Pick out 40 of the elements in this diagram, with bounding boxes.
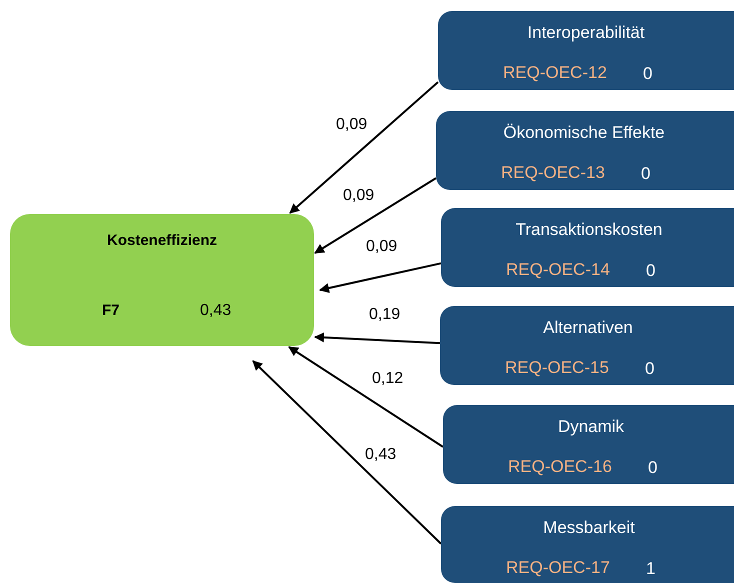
- edge-label: 0,12: [372, 370, 404, 388]
- edge-label: 0,19: [369, 306, 400, 324]
- node-code: F7: [102, 302, 120, 319]
- node-title: Transaktionskosten: [514, 220, 664, 240]
- node-title: Ökonomische Effekte: [502, 123, 666, 143]
- requirement-code: REQ-OEC-15: [505, 358, 609, 378]
- node-score: 1: [646, 559, 656, 579]
- arrow: [319, 262, 442, 293]
- criterion-box: [436, 111, 734, 190]
- edge-label: 0,09: [336, 116, 368, 134]
- arrow: [252, 360, 442, 544]
- node-score: 0,43: [200, 302, 232, 320]
- criterion-box: [438, 11, 734, 90]
- node-score: 0: [641, 164, 650, 184]
- arrow: [288, 346, 444, 448]
- arrow: [314, 177, 437, 254]
- node-score: 0: [645, 359, 654, 379]
- criterion-box: [441, 506, 734, 583]
- requirement-code: REQ-OEC-17: [506, 558, 610, 578]
- edge-label: 0,43: [365, 446, 396, 464]
- edge-label: 0,09: [343, 187, 374, 205]
- requirement-code: REQ-OEC-16: [508, 457, 612, 477]
- requirement-code: REQ-OEC-12: [503, 63, 607, 83]
- node-score: 0: [643, 64, 652, 84]
- node-title: Interoperabilität: [526, 23, 646, 43]
- node-title: Dynamik: [556, 417, 626, 437]
- arrow: [289, 81, 439, 214]
- arrow: [314, 332, 440, 344]
- criterion-box: [441, 208, 734, 287]
- node-score: 0: [648, 458, 658, 478]
- node-score: 0: [646, 261, 656, 281]
- criterion-box: [443, 405, 734, 484]
- requirement-code: REQ-OEC-13: [501, 163, 605, 183]
- requirement-code: REQ-OEC-14: [506, 260, 610, 280]
- node-title: Messbarkeit: [542, 518, 636, 538]
- node-title: Alternativen: [542, 318, 634, 338]
- node-title: Kosteneffizienz: [106, 232, 218, 249]
- criterion-box: [440, 306, 734, 385]
- factor-box: [10, 214, 314, 346]
- edge-label: 0,09: [366, 238, 398, 256]
